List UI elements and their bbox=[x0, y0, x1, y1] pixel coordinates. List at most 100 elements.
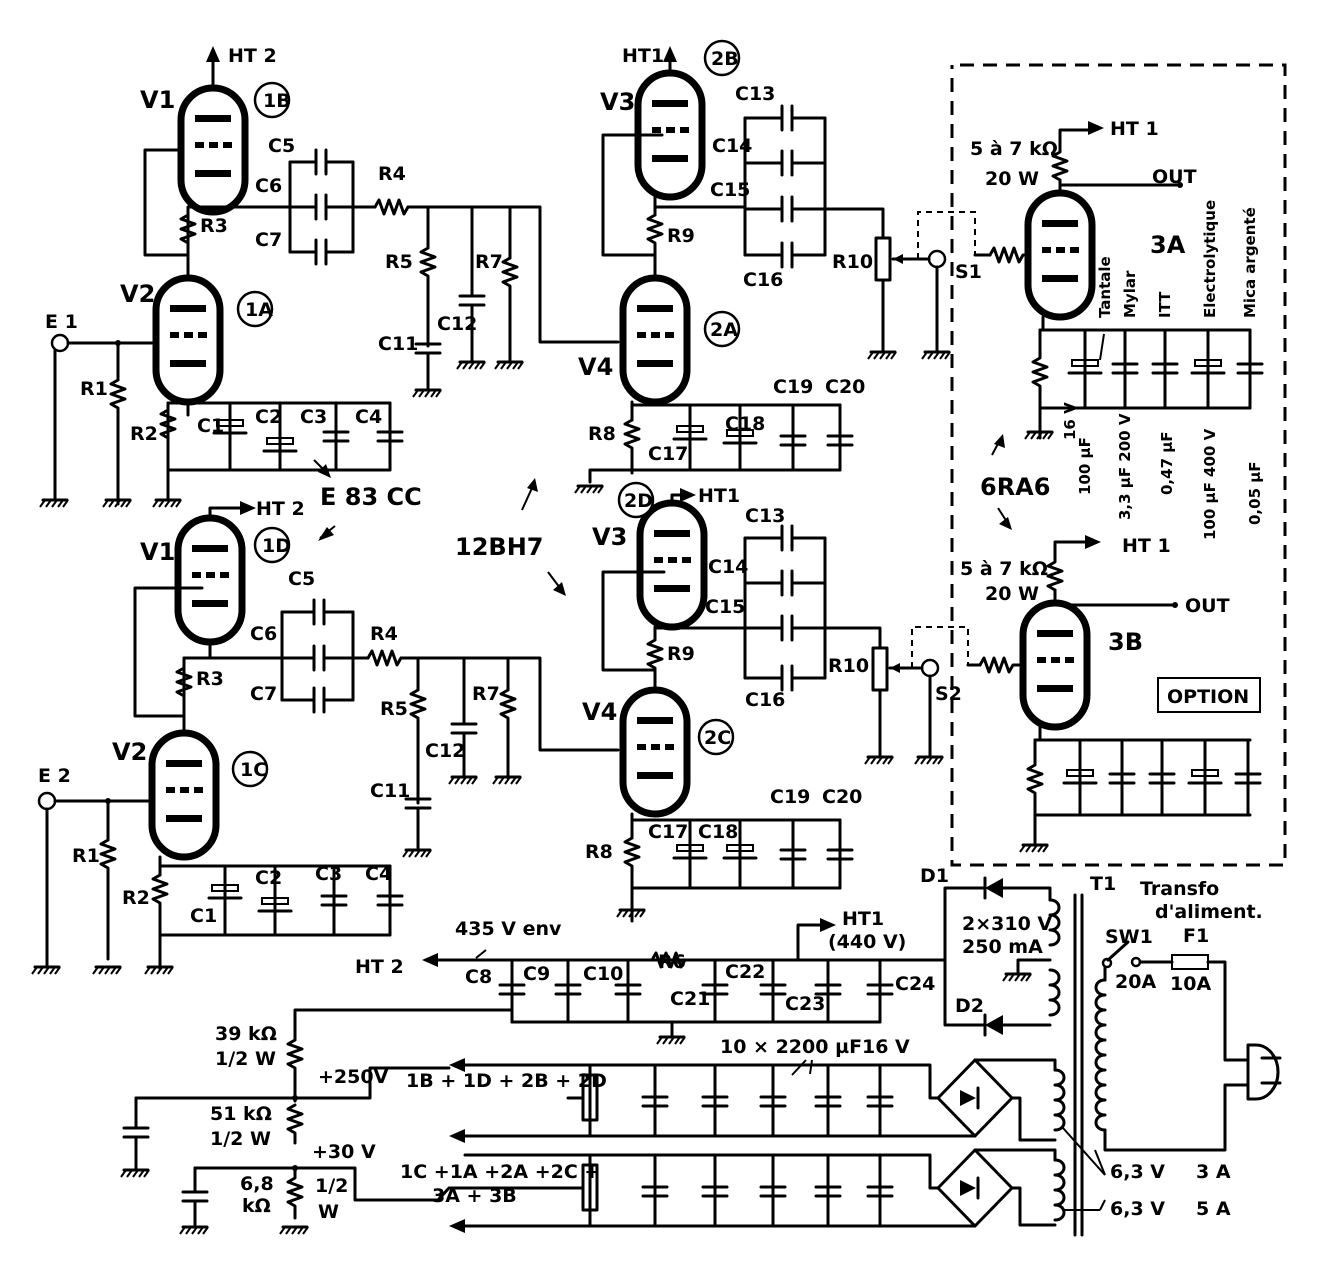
label-cap-005uf: 0,05 µF bbox=[1246, 461, 1264, 525]
label-r2-top: R2 bbox=[130, 423, 158, 445]
label-c12-top: C12 bbox=[437, 313, 477, 335]
label-c19-top: C19 bbox=[773, 376, 813, 398]
label-ht1-top: HT1 bbox=[622, 45, 664, 67]
label-cap-16v: 16 V bbox=[1061, 402, 1079, 440]
filter-caps-top bbox=[641, 1063, 894, 1138]
label-c7-bottom: C7 bbox=[250, 683, 277, 705]
label-r9-top: R9 bbox=[667, 225, 695, 247]
label-v2-bottom: V2 bbox=[112, 738, 147, 766]
filter-caps-bottom bbox=[641, 1153, 894, 1228]
label-c9: C9 bbox=[523, 963, 550, 985]
label-2b: 2B bbox=[711, 48, 739, 70]
label-v4-bottom: V4 bbox=[582, 698, 617, 726]
label-r5-top: R5 bbox=[385, 251, 413, 273]
label-c4-bottom: C4 bbox=[365, 863, 392, 885]
label-c13-bottom: C13 bbox=[745, 505, 785, 527]
label-ht2-top: HT 2 bbox=[228, 45, 277, 67]
stage-circle-1a bbox=[236, 290, 274, 328]
label-v3-top: V3 bbox=[600, 88, 635, 116]
label-r7-top: R7 bbox=[475, 251, 503, 273]
label-2c: 2C bbox=[704, 727, 731, 749]
label-ht2-mid: HT 2 bbox=[256, 498, 305, 520]
label-fil1: 1B + 1D + 2B + 2D bbox=[406, 1070, 607, 1092]
label-3a-current: 3 A bbox=[1196, 1161, 1231, 1183]
label-435v: 435 V env bbox=[455, 918, 562, 940]
label-v4-top: V4 bbox=[578, 353, 613, 381]
tube-v2-1a bbox=[156, 278, 220, 402]
label-option: OPTION bbox=[1167, 686, 1249, 708]
stage-circle-1d bbox=[253, 526, 291, 564]
tube-v4-2c bbox=[623, 690, 687, 814]
label-c3-bottom: C3 bbox=[315, 863, 342, 885]
tube-v4-2a bbox=[623, 278, 687, 402]
label-ht2-psu: HT 2 bbox=[355, 956, 404, 978]
label-e1: E 1 bbox=[45, 311, 78, 333]
stage-circle-1c bbox=[231, 750, 269, 788]
stage-1-top bbox=[38, 46, 620, 509]
label-c3-top: C3 bbox=[300, 406, 327, 428]
label-c20-top: C20 bbox=[825, 376, 865, 398]
label-s1: S1 bbox=[955, 261, 982, 283]
label-d1: D1 bbox=[920, 865, 949, 887]
label-ht1-3a: HT 1 bbox=[1110, 118, 1159, 140]
label-v3-bottom: V3 bbox=[592, 523, 627, 551]
label-caps-fil: 10 × 2200 µF bbox=[720, 1036, 862, 1058]
label-2d: 2D bbox=[624, 490, 653, 512]
label-r3-bottom: R3 bbox=[196, 668, 224, 690]
label-cap-047uf: 0,47 µF bbox=[1158, 431, 1176, 495]
label-c18-bottom: C18 bbox=[698, 821, 738, 843]
label-caps-v: 16 V bbox=[862, 1036, 910, 1058]
label-c14-bottom: C14 bbox=[708, 556, 748, 578]
label-ht1-mid: HT1 bbox=[698, 485, 740, 507]
label-440v: (440 V) bbox=[828, 931, 906, 953]
label-c15-bottom: C15 bbox=[705, 596, 745, 618]
label-c1-top: C1 bbox=[197, 415, 224, 437]
label-load-w-3a: 20 W bbox=[985, 168, 1039, 190]
label-12bh7: 12BH7 bbox=[455, 533, 543, 561]
label-s2: S2 bbox=[935, 683, 962, 705]
label-r9-bottom: R9 bbox=[667, 643, 695, 665]
label-c12-bottom: C12 bbox=[425, 740, 465, 762]
label-5a-current: 5 A bbox=[1196, 1198, 1231, 1220]
label-c14-top: C14 bbox=[712, 135, 752, 157]
label-c21: C21 bbox=[670, 988, 710, 1010]
label-r4-top: R4 bbox=[378, 163, 406, 185]
label-c19-bottom: C19 bbox=[770, 786, 810, 808]
stage-2-top bbox=[573, 46, 1040, 495]
label-250v: +250V bbox=[318, 1066, 389, 1088]
label-fil2a: 1C +1A +2A +2C + bbox=[400, 1161, 600, 1183]
tube-3a bbox=[1028, 193, 1092, 317]
label-c24: C24 bbox=[895, 973, 935, 995]
label-r6: R6 bbox=[658, 951, 686, 973]
label-r1-top: R1 bbox=[80, 378, 108, 400]
label-39k: 39 kΩ bbox=[215, 1023, 277, 1045]
tube-v2-1c bbox=[152, 733, 216, 857]
label-e2: E 2 bbox=[38, 765, 71, 787]
label-1a: 1A bbox=[245, 299, 273, 321]
tube-v1-1b bbox=[181, 88, 245, 212]
stage-circle-2c bbox=[697, 718, 735, 756]
label-2a: 2A bbox=[710, 319, 738, 341]
label-30v: +30 V bbox=[312, 1141, 376, 1163]
label-sec1: 2×310 V bbox=[962, 913, 1052, 935]
label-c13-top: C13 bbox=[735, 83, 775, 105]
stage-2-bottom bbox=[601, 488, 1030, 923]
label-c11-bottom: C11 bbox=[370, 780, 410, 802]
label-v1-top: V1 bbox=[140, 86, 175, 114]
label-c2-bottom: C2 bbox=[255, 867, 282, 889]
label-51k: 51 kΩ bbox=[210, 1103, 272, 1125]
label-c22: C22 bbox=[725, 961, 765, 983]
stage-circle-2d bbox=[617, 481, 655, 519]
label-c5-top: C5 bbox=[268, 135, 295, 157]
label-r4-bottom: R4 bbox=[370, 623, 398, 645]
label-load-r-3a: 5 à 7 kΩ bbox=[970, 138, 1058, 160]
label-c15-top: C15 bbox=[710, 179, 750, 201]
label-mylar: Mylar bbox=[1121, 270, 1139, 318]
label-sw1: SW1 bbox=[1105, 926, 1153, 948]
label-3b: 3B bbox=[1108, 628, 1143, 656]
label-d2: D2 bbox=[955, 995, 984, 1017]
label-cap-100uf-400v: 100 µF 400 V bbox=[1201, 428, 1219, 540]
label-r8-top: R8 bbox=[588, 423, 616, 445]
stage-1-bottom bbox=[30, 501, 620, 976]
